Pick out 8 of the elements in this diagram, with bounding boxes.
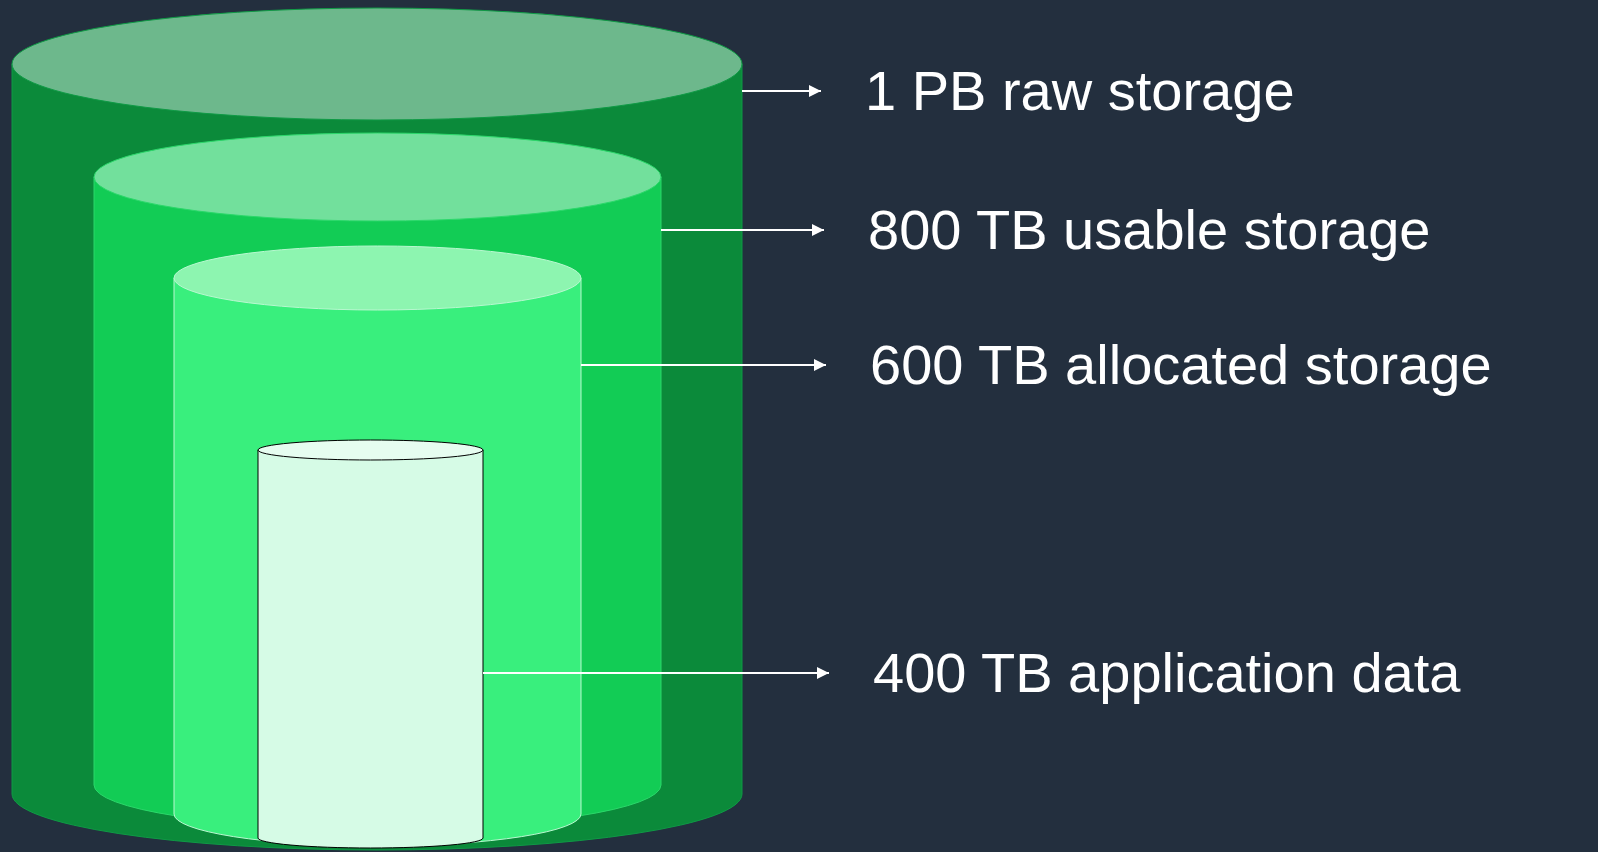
arrow — [660, 224, 825, 236]
arrow — [580, 359, 827, 371]
storage-label: 1 PB raw storage — [865, 59, 1295, 123]
storage-label: 800 TB usable storage — [868, 198, 1431, 262]
storage-label: 400 TB application data — [873, 641, 1461, 705]
arrow — [482, 667, 830, 679]
storage-label: 600 TB allocated storage — [870, 333, 1492, 397]
arrow — [741, 85, 822, 97]
